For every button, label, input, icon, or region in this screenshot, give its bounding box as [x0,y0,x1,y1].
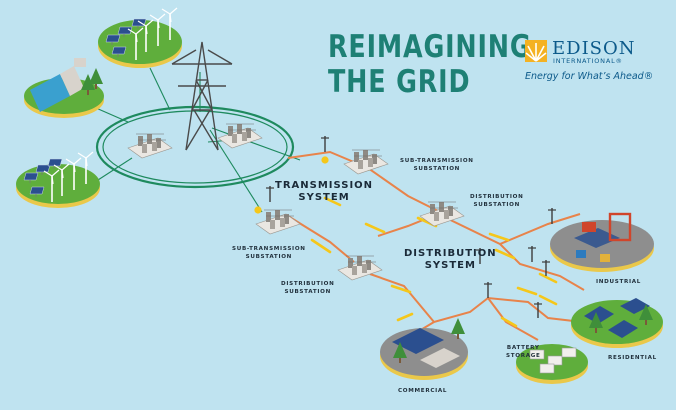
title-line-1: REIMAGINING [328,29,532,65]
label-sub-transmission-substation-top: SUB-TRANSMISSION SUBSTATION [400,158,474,173]
label-residential: RESIDENTIAL [608,355,657,363]
label-line: SYSTEM [424,260,476,271]
label-line: SUBSTATION [245,253,293,260]
label-distribution-substation-top: DISTRIBUTION SUBSTATION [470,194,524,209]
brand-subname: INTERNATIONAL® [553,57,623,65]
label-distribution-system: DISTRIBUTION SYSTEM [404,248,497,272]
label-line: DISTRIBUTION [470,194,524,200]
label-line: SUBSTATION [413,165,461,172]
label-line: TRANSMISSION [275,180,374,191]
label-industrial: INDUSTRIAL [596,279,641,287]
label-line: INDUSTRIAL [596,279,642,285]
commercial-island [380,318,468,380]
solar-wind-island-top [98,7,182,68]
title-line-2: THE GRID [328,64,471,100]
hydro-island [24,58,104,118]
label-battery-storage: BATTERY STORAGE [506,345,541,360]
label-commercial: COMMERCIAL [398,388,447,396]
residential-island [571,298,663,348]
sun-logo-icon [525,40,547,62]
transmission-tower [171,41,233,151]
label-line: RESIDENTIAL [608,355,657,361]
label-line: SUB-TRANSMISSION [232,246,306,252]
label-transmission-system: TRANSMISSION SYSTEM [275,180,373,204]
battery-storage-island [516,344,588,384]
label-distribution-substation-left: DISTRIBUTION SUBSTATION [281,281,335,296]
label-line: COMMERCIAL [398,388,448,394]
label-line: STORAGE [506,352,541,359]
label-line: DISTRIBUTION [281,281,335,287]
label-line: SUB-TRANSMISSION [400,158,474,164]
label-line: SUBSTATION [473,201,520,208]
industrial-island [550,212,654,272]
label-line: DISTRIBUTION [404,248,497,259]
brand-tagline: Energy for What’s Ahead® [525,71,654,82]
label-line: SUBSTATION [284,288,331,295]
label-line: SYSTEM [298,192,350,203]
solar-wind-island-bottom [16,151,100,208]
label-line: BATTERY [506,345,540,351]
generation-lines [95,67,301,213]
page-title: REIMAGINING THE GRID [328,30,532,100]
brand-name: EDISON [552,38,636,59]
label-sub-transmission-substation-left: SUB-TRANSMISSION SUBSTATION [232,246,306,261]
